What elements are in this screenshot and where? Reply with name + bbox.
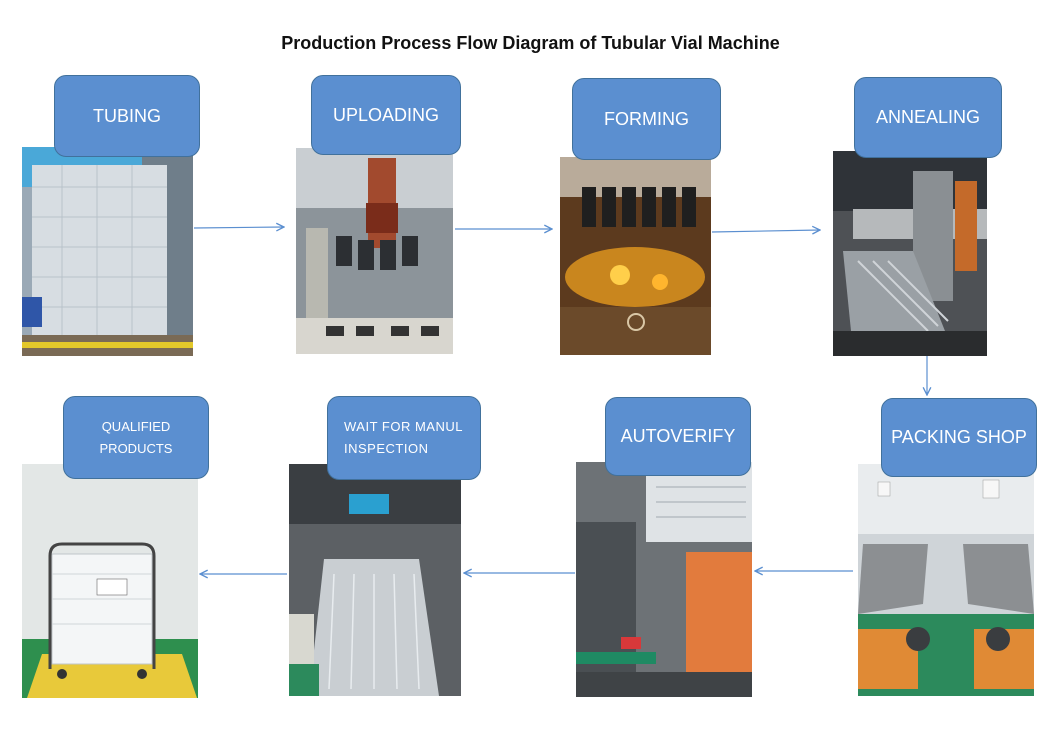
step-manual-inspection-label: WAIT FOR MANUL INSPECTION (344, 419, 463, 456)
step-autoverify-label: AUTOVERIFY (620, 426, 736, 446)
annealing-photo (833, 151, 987, 356)
tubing-photo (22, 147, 193, 356)
forming-photo (560, 157, 711, 355)
autoverify-photo (576, 462, 752, 697)
arrow-tubing-to-uploading (193, 227, 284, 228)
step-autoverify-box: AUTOVERIFY (605, 397, 751, 476)
arrow-forming-to-annealing (711, 230, 820, 232)
step-tubing-box: TUBING (54, 75, 200, 157)
step-forming-label: FORMING (604, 108, 689, 129)
manual-inspection-photo (289, 464, 461, 696)
step-qualified-products-box: QUALIFIED PRODUCTS (63, 396, 209, 479)
step-packing-shop-label: PACKING SHOP (891, 427, 1027, 447)
step-packing-shop-box: PACKING SHOP (881, 398, 1037, 477)
step-annealing-label: ANNEALING (875, 107, 981, 127)
qualified-products-photo (22, 464, 198, 698)
step-annealing-box: ANNEALING (854, 77, 1002, 158)
step-uploading-box: UPLOADING (311, 75, 461, 155)
step-uploading-label: UPLOADING (332, 104, 440, 125)
uploading-photo (296, 148, 453, 354)
step-forming-box: FORMING (572, 78, 721, 160)
step-tubing-label: TUBING (92, 105, 161, 126)
step-manual-inspection-box: WAIT FOR MANUL INSPECTION (327, 396, 481, 480)
step-qualified-products-label: QUALIFIED PRODUCTS (99, 418, 173, 456)
diagram-title: Production Process Flow Diagram of Tubul… (281, 33, 780, 53)
packing-shop-photo (858, 464, 1034, 696)
